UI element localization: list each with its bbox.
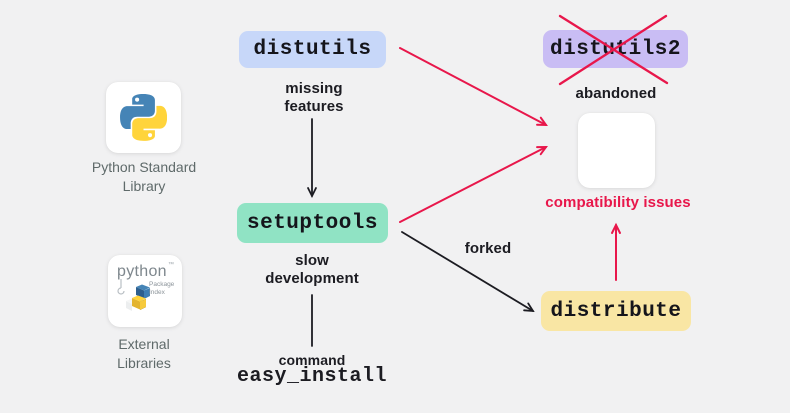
label-missing-features-line1: missing [285,80,343,97]
label-python-standard-library-line1: Python Standard [91,159,197,175]
label-missing-features-line2: features [284,98,344,116]
python-logo-icon [120,94,167,141]
arrow-setuptools-to-compatibility [399,145,548,223]
label-compatibility-issues: compatibility issues [545,194,691,211]
label-slow-development-line1: slow [295,252,329,269]
pypi-card: python ™ Package Index [108,255,182,327]
label-easy-install: easy_install [236,365,388,388]
yellow-cube [132,295,146,310]
pypi-cubes-icon [117,279,150,311]
label-command: command [278,352,346,368]
node-setuptools: setuptools [237,203,388,243]
pypi-trademark: ™ [168,262,174,268]
label-python-standard-library-line2: Library [122,177,166,194]
compatibility-issues-card [578,113,655,188]
pypi-subtitle-line2: Index [149,289,165,297]
label-missing-features: missing features [284,80,343,117]
pypi-subtitle: Package Index [149,281,174,298]
label-slow-development: slow development [265,252,359,289]
node-distutils: distutils [239,31,386,68]
pypi-subtitle-line1: Package [149,281,175,288]
label-external-libraries-line1: External [118,336,170,352]
label-slow-development-line2: development [265,270,359,288]
node-distribute: distribute [541,291,691,331]
arrow-distutils-to-compatibility [399,47,548,127]
python-standard-library-card [106,82,181,153]
label-abandoned: abandoned [575,85,657,102]
pypi-brand-text: python [117,263,167,280]
label-forked: forked [464,240,512,257]
label-external-libraries-line2: Libraries [117,354,171,371]
label-external-libraries: External Libraries [117,335,171,373]
node-distutils2: distutils2 [543,30,688,68]
label-python-standard-library: Python Standard Library [92,158,196,196]
